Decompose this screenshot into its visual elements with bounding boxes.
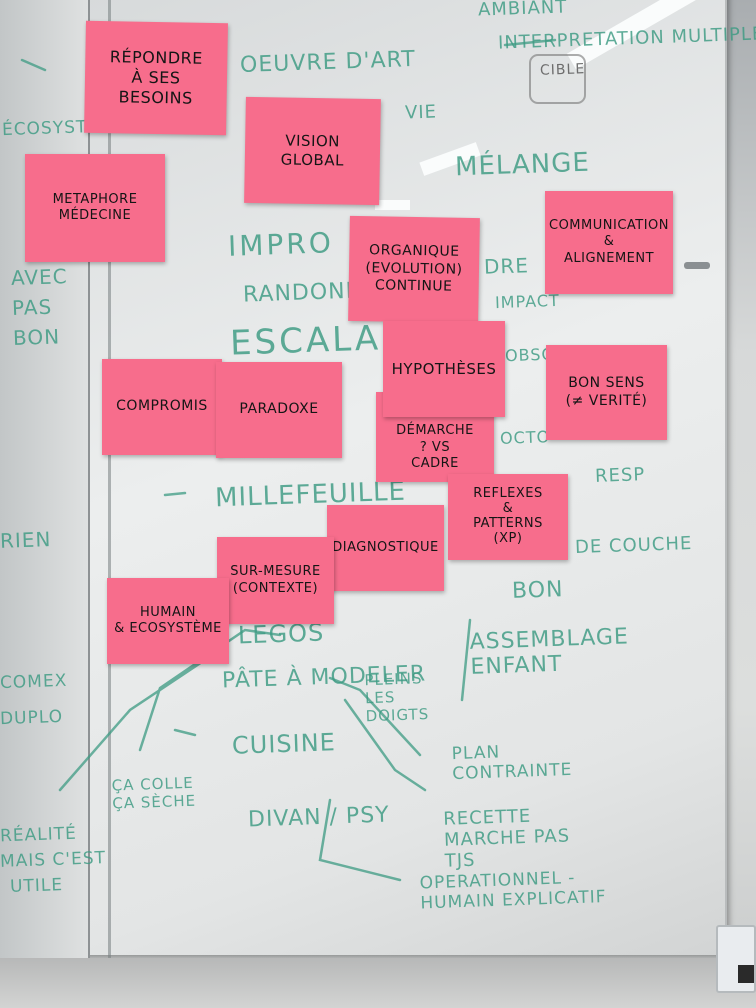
marker-note: MÉLANGE: [454, 147, 591, 183]
marker-note: COMEX: [0, 670, 68, 694]
sticky-note[interactable]: RÉPONDRE À SES BESOINS: [84, 20, 228, 136]
marker-note: RIEN: [0, 527, 52, 553]
marker-note: DRE: [483, 253, 530, 279]
marker-note: CUISINE: [231, 728, 337, 760]
marker-note: ÇA COLLE ÇA SÈCHE: [111, 773, 197, 813]
floor: [0, 958, 756, 1008]
wall-outlet: [716, 925, 756, 993]
marker-note: UTILE: [9, 875, 64, 897]
marker-note: AMBIANT: [477, 0, 568, 21]
sticky-note[interactable]: HUMAIN & ECOSYSTÈME: [107, 578, 229, 664]
sticky-note[interactable]: DIAGNOSTIQUE: [327, 505, 444, 591]
marker-note: RECETTE MARCHE PAS TJS: [442, 805, 571, 872]
marker-note: CIBLE: [539, 61, 586, 79]
sticky-note[interactable]: BON SENS (≠ VERITÉ): [546, 345, 667, 440]
marker-note: PLAN CONTRAINTE: [451, 742, 573, 785]
marker-note: MAIS C'EST: [0, 848, 107, 872]
marker-note: IMPACT: [494, 290, 561, 313]
sticky-note[interactable]: SUR-MESURE (CONTEXTE): [217, 537, 334, 624]
sticky-note[interactable]: COMPROMIS: [102, 359, 222, 455]
marker-note: ASSEMBLAGE ENFANT: [469, 624, 630, 680]
marker-note: DE COUCHE: [574, 532, 693, 559]
marker-note: VIE: [404, 101, 438, 124]
marker-note: IMPRO: [227, 226, 335, 263]
marker-note: RÉALITÉ: [0, 823, 78, 847]
marker-note: DUPLO: [0, 706, 64, 730]
marker-note: BON: [511, 577, 564, 604]
sticky-note[interactable]: METAPHORE MÉDECINE: [25, 154, 165, 262]
sticky-note[interactable]: PARADOXE: [216, 362, 342, 458]
magnet: [684, 262, 710, 269]
marker-note: AVEC PAS BON: [10, 264, 69, 351]
marker-note: DIVAN / PSY: [247, 802, 391, 833]
drawn-box: [529, 54, 586, 104]
sticky-note[interactable]: REFLEXES & PATTERNS (XP): [448, 474, 568, 560]
light-reflection: [375, 200, 410, 210]
marker-note: OPERATIONNEL - HUMAIN EXPLICATIF: [419, 868, 607, 914]
sticky-note[interactable]: VISION GLOBAL: [244, 96, 381, 206]
sticky-note[interactable]: COMMUNICATION & ALIGNEMENT: [545, 191, 673, 294]
marker-note: PLEINS LES DOIGTS: [364, 669, 430, 726]
sticky-note[interactable]: ORGANIQUE (EVOLUTION) CONTINUE: [348, 215, 480, 324]
marker-note: OCTO: [499, 427, 551, 448]
marker-note: RESP: [594, 464, 646, 487]
whiteboard-panel-divider: [108, 0, 111, 960]
outlet-socket: [738, 965, 754, 983]
sticky-note[interactable]: HYPOTHÈSES: [383, 321, 505, 417]
